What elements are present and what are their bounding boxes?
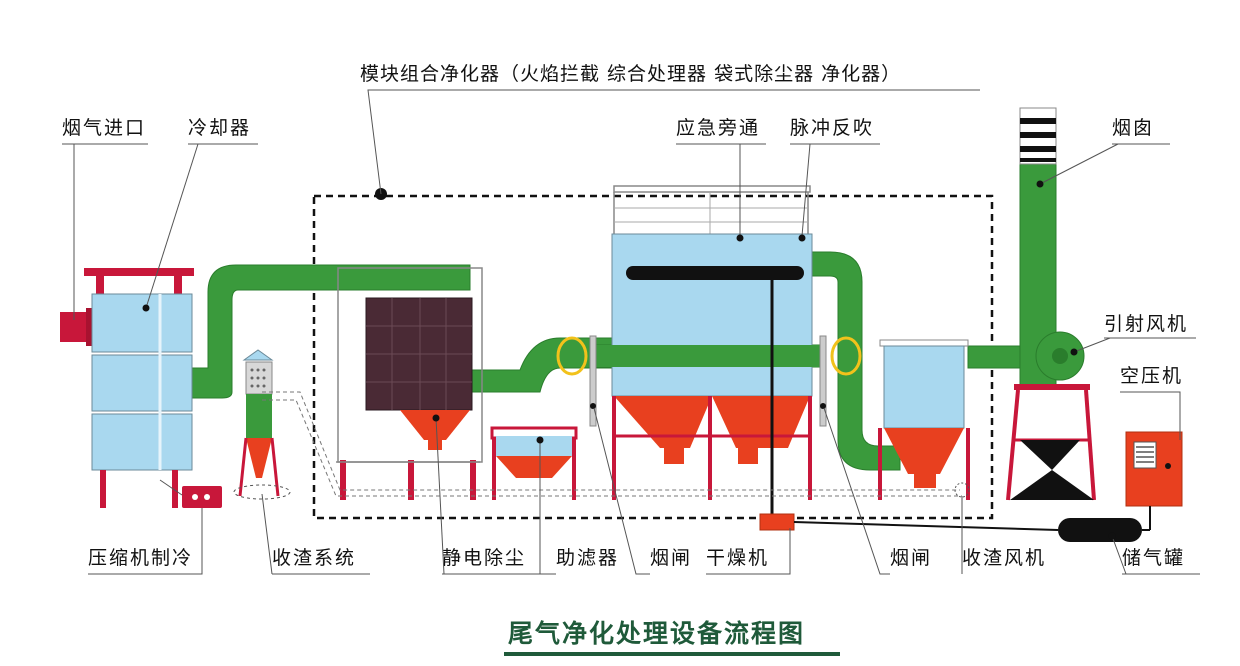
leader-compressor-refrigeration <box>88 508 203 575</box>
dot-gas-tank <box>1108 532 1116 540</box>
label-compressor-refrigeration: 压缩机制冷 <box>88 547 193 569</box>
dot-chimney <box>1036 180 1044 188</box>
label-emergency-bypass: 应急旁通 <box>676 117 760 139</box>
electrostatic-precipitator <box>336 267 483 500</box>
label-chimney: 烟囱 <box>1112 117 1154 139</box>
leader-induced-fan-diag <box>1073 337 1111 353</box>
leader-damper-left <box>593 407 650 575</box>
title-underline <box>504 652 840 656</box>
leader-chimney-diag <box>1039 143 1119 185</box>
module-boundary <box>312 194 994 520</box>
label-flue-inlet: 烟气进口 <box>62 117 146 139</box>
dot-emergency-bypass <box>736 234 744 242</box>
chimney-icon <box>1019 107 1057 165</box>
flue-inlet <box>60 308 96 346</box>
label-slag-fan: 收渣风机 <box>962 547 1046 569</box>
label-dryer: 干燥机 <box>706 547 769 569</box>
fan-icon <box>1006 331 1096 501</box>
dot-pulse-blowback <box>798 234 806 242</box>
leader-filter-aid <box>539 440 556 575</box>
diagram-title: 尾气净化处理设备流程图 <box>508 619 805 648</box>
dryer-icon <box>759 513 1059 531</box>
leader-slag-system-up <box>261 493 273 575</box>
dot-induced-fan <box>1070 348 1078 356</box>
leader-gas-tank-diag <box>1111 535 1127 575</box>
slag-return-lines <box>262 391 962 497</box>
label-cooler: 冷却器 <box>188 117 251 139</box>
damper-right-icon <box>819 335 827 427</box>
dot-electrostatic <box>432 414 440 422</box>
label-electrostatic: 静电除尘 <box>442 547 526 569</box>
label-pulse-blowback: 脉冲反吹 <box>790 117 874 139</box>
gas-tank-icon <box>1058 506 1151 542</box>
main-duct <box>191 159 1057 471</box>
leader-dryer <box>706 528 791 575</box>
bag-filter-unit <box>595 185 825 518</box>
module-label: 模块组合净化器（火焰拦截 综合处理器 袋式除尘器 净化器） <box>360 63 901 85</box>
compressor-refrigeration-icon <box>159 479 222 508</box>
leader-air-compressor <box>1120 391 1181 440</box>
leader-damper-right <box>823 407 890 575</box>
label-air-compressor: 空压机 <box>1120 365 1183 387</box>
slag-collector-unit <box>233 349 291 500</box>
leader-electrostatic-up <box>435 417 445 575</box>
compressor-icon <box>1125 431 1183 507</box>
label-slag-system: 收渣系统 <box>272 547 356 569</box>
cooler-unit <box>84 268 194 508</box>
module-leader <box>367 89 980 195</box>
label-damper-right: 烟闸 <box>890 547 932 569</box>
label-filter-aid: 助滤器 <box>556 547 619 569</box>
final-filter-unit <box>878 339 970 500</box>
dot-cooler <box>142 304 150 312</box>
dot-filter-aid <box>536 436 544 444</box>
label-damper-left: 烟闸 <box>650 547 692 569</box>
filter-aid-unit <box>490 426 578 500</box>
label-induced-fan: 引射风机 <box>1104 313 1188 335</box>
flange-rings <box>556 336 862 376</box>
leader-cooler-diag <box>145 143 199 309</box>
leader-pulse-blowback-diag <box>801 143 811 237</box>
label-gas-tank: 储气罐 <box>1122 547 1185 569</box>
damper-left-icon <box>589 335 597 427</box>
